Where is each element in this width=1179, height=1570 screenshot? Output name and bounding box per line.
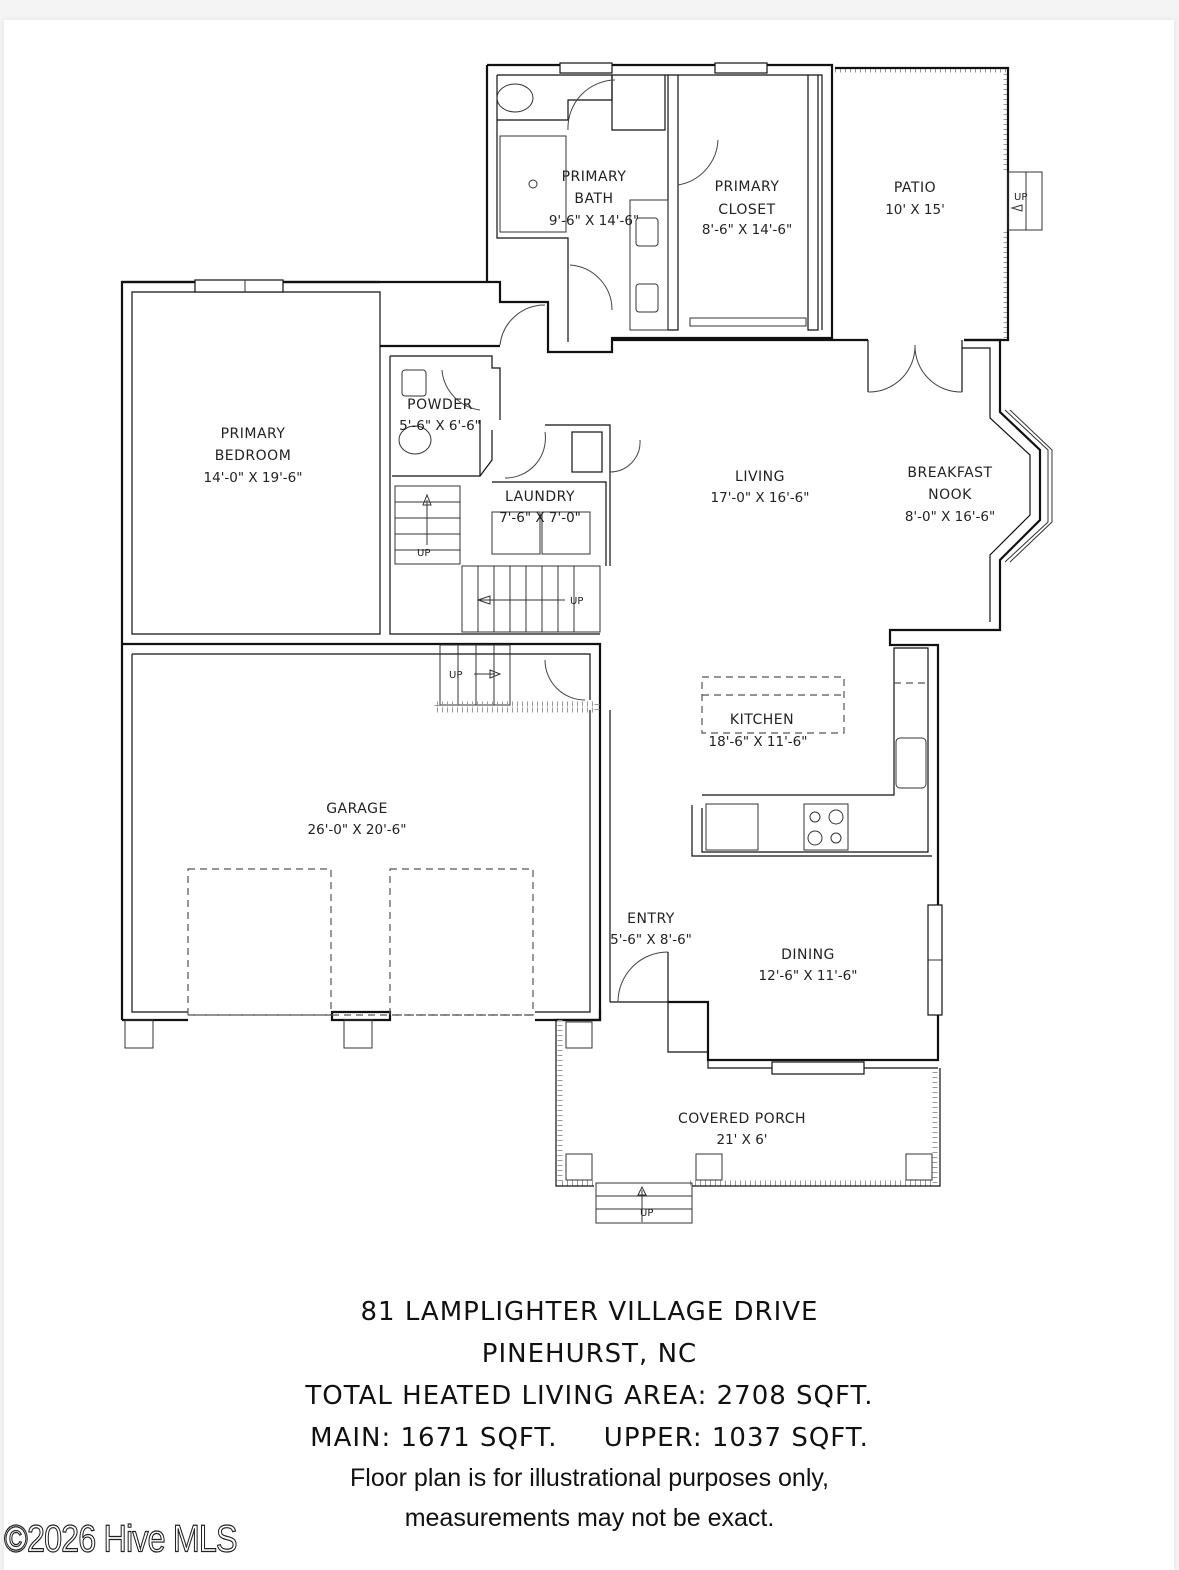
patio-stair-up-label: UP (1014, 192, 1027, 203)
svg-text:PRIMARY: PRIMARY (562, 169, 627, 185)
room-primary-bedroom: PRIMARY BEDROOM 14'-0" X 19'-6" (204, 426, 303, 486)
svg-text:8'-6" X 14'-6": 8'-6" X 14'-6" (702, 222, 792, 238)
svg-text:18'-6" X 11'-6": 18'-6" X 11'-6" (709, 734, 808, 750)
svg-text:LAUNDRY: LAUNDRY (505, 489, 575, 505)
garage-stair-up-label: UP (449, 670, 462, 681)
svg-text:BEDROOM: BEDROOM (215, 448, 292, 464)
svg-text:7'-6" X 7'-0": 7'-6" X 7'-0" (499, 510, 581, 526)
caption-total-area: TOTAL HEATED LIVING AREA: 2708 SQFT. (305, 1381, 874, 1411)
svg-text:PATIO: PATIO (894, 180, 936, 196)
room-primary-closet: PRIMARY CLOSET 8'-6" X 14'-6" (702, 179, 792, 238)
center-stair-up-label: UP (570, 596, 583, 607)
caption-city: PINEHURST, NC (481, 1339, 698, 1369)
caption-disclaimer-line-2: measurements may not be exact. (404, 1504, 775, 1532)
svg-text:9'-6" X 14'-6": 9'-6" X 14'-6" (549, 213, 639, 229)
svg-text:BATH: BATH (574, 191, 613, 207)
svg-text:CLOSET: CLOSET (718, 202, 775, 218)
svg-text:NOOK: NOOK (928, 487, 972, 503)
svg-text:ENTRY: ENTRY (627, 911, 675, 927)
room-powder: POWDER 5'-6" X 6'-6" (399, 397, 481, 434)
room-garage: GARAGE 26'-0" X 20'-6" (308, 801, 407, 838)
left-stair-up-label: UP (417, 548, 430, 559)
porch-stair-up-label: UP (640, 1208, 653, 1219)
room-primary-bath: PRIMARY BATH 9'-6" X 14'-6" (549, 169, 639, 229)
svg-text:5'-6" X 8'-6": 5'-6" X 8'-6" (610, 932, 692, 948)
room-laundry: LAUNDRY 7'-6" X 7'-0" (499, 489, 581, 526)
room-patio: PATIO 10' X 15' (885, 180, 945, 218)
svg-text:5'-6" X 6'-6": 5'-6" X 6'-6" (399, 418, 481, 434)
svg-text:PRIMARY: PRIMARY (221, 426, 286, 442)
svg-text:12'-6" X 11'-6": 12'-6" X 11'-6" (759, 968, 858, 984)
room-breakfast-nook: BREAKFAST NOOK 8'-0" X 16'-6" (905, 465, 995, 525)
svg-text:17'-0" X 16'-6": 17'-0" X 16'-6" (711, 490, 810, 506)
room-living: LIVING 17'-0" X 16'-6" (711, 469, 810, 506)
floor-plan-sheet (4, 20, 1174, 1570)
svg-text:21' X 6': 21' X 6' (716, 1132, 767, 1148)
svg-text:14'-0" X 19'-6": 14'-0" X 19'-6" (204, 470, 303, 486)
svg-text:PRIMARY: PRIMARY (715, 179, 780, 195)
svg-text:KITCHEN: KITCHEN (730, 712, 794, 728)
svg-text:GARAGE: GARAGE (326, 801, 388, 817)
svg-text:LIVING: LIVING (735, 469, 785, 485)
svg-text:BREAKFAST: BREAKFAST (907, 465, 992, 481)
svg-text:8'-0" X 16'-6": 8'-0" X 16'-6" (905, 509, 995, 525)
caption-address: 81 LAMPLIGHTER VILLAGE DRIVE (360, 1297, 819, 1327)
svg-text:10' X 15': 10' X 15' (885, 202, 945, 218)
room-kitchen: KITCHEN 18'-6" X 11'-6" (709, 712, 808, 750)
svg-text:COVERED PORCH: COVERED PORCH (678, 1111, 806, 1127)
caption-main-upper-area: MAIN: 1671 SQFT. UPPER: 1037 SQFT. (310, 1423, 869, 1453)
room-entry: ENTRY 5'-6" X 8'-6" (610, 911, 692, 948)
room-dining: DINING 12'-6" X 11'-6" (759, 947, 858, 984)
svg-text:POWDER: POWDER (407, 397, 473, 413)
room-covered-porch: COVERED PORCH 21' X 6' (678, 1111, 806, 1148)
copyright-watermark: ©2026 Hive MLS (3, 1518, 238, 1561)
caption-disclaimer-line-1: Floor plan is for illustrational purpose… (350, 1464, 829, 1492)
svg-text:26'-0" X 20'-6": 26'-0" X 20'-6" (308, 822, 407, 838)
svg-text:DINING: DINING (781, 947, 835, 963)
